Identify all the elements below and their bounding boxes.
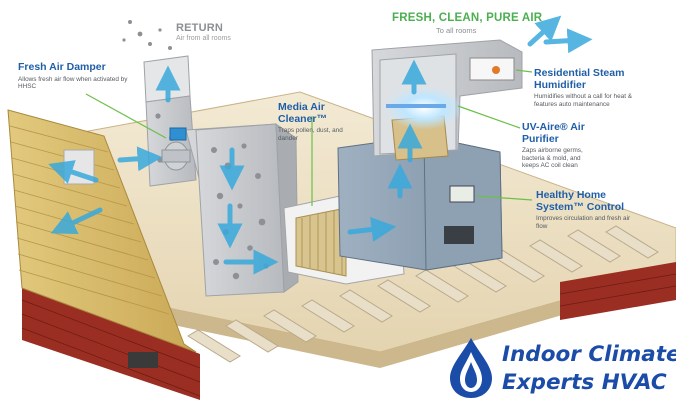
return-title: RETURN [176,22,224,34]
brand-line-1: Indoor Climate [502,342,676,367]
brand-logo: Indoor Climate Experts HVAC [444,336,676,400]
callout-title: Media Air Cleaner™ [278,101,328,125]
furnace-cabinet [337,135,503,271]
steam-humidifier [469,57,515,81]
thermostat-control [449,185,475,203]
callout-hhsc-control: Healthy Home System™ Control Improves ci… [536,189,640,230]
airflow-arrows [48,15,593,275]
callout-desc: Humidifies without a call for heat & fea… [534,93,633,108]
fresh-air-title: FRESH, CLEAN, PURE AIR [392,12,543,24]
callout-desc: Traps pollen, dust, and dander [278,127,343,142]
callout-leaders [85,69,533,206]
fresh-air-subtitle: To all rooms [436,26,477,35]
callout-desc: Allows fresh air flow when activated by … [18,75,128,91]
brick-foundation [21,262,676,400]
callout-steam-humidifier: Residential Steam Humidifier Humidifies … [534,67,644,108]
callout-desc: Improves circulation and fresh air flow [536,215,631,230]
callout-fresh-air-damper: Fresh Air Damper Allows fresh air flow w… [18,61,130,91]
foundation-vent [128,352,158,368]
callout-title: Residential Steam Humidifier [534,67,625,91]
fresh-air-damper [161,127,191,171]
brand-line-2: Experts HVAC [502,370,667,395]
callout-uv-aire: UV-Aire® Air Purifier Zaps airborne germ… [522,121,594,170]
water-drop-flame-icon [450,338,492,398]
floor-joists [187,225,659,363]
callout-title: Healthy Home System™ Control [536,189,625,213]
return-subtitle: Air from all rooms [176,35,231,42]
callout-media-air-cleaner: Media Air Cleaner™ Traps pollen, dust, a… [278,101,350,142]
callout-title: Fresh Air Damper [18,61,106,73]
return-dust [122,20,172,50]
supply-plenum [371,39,523,161]
callout-desc: Zaps airborne germs, bacteria & mold, an… [522,147,583,170]
callout-title: UV-Aire® Air Purifier [522,121,585,145]
furnace-grille [444,226,474,244]
